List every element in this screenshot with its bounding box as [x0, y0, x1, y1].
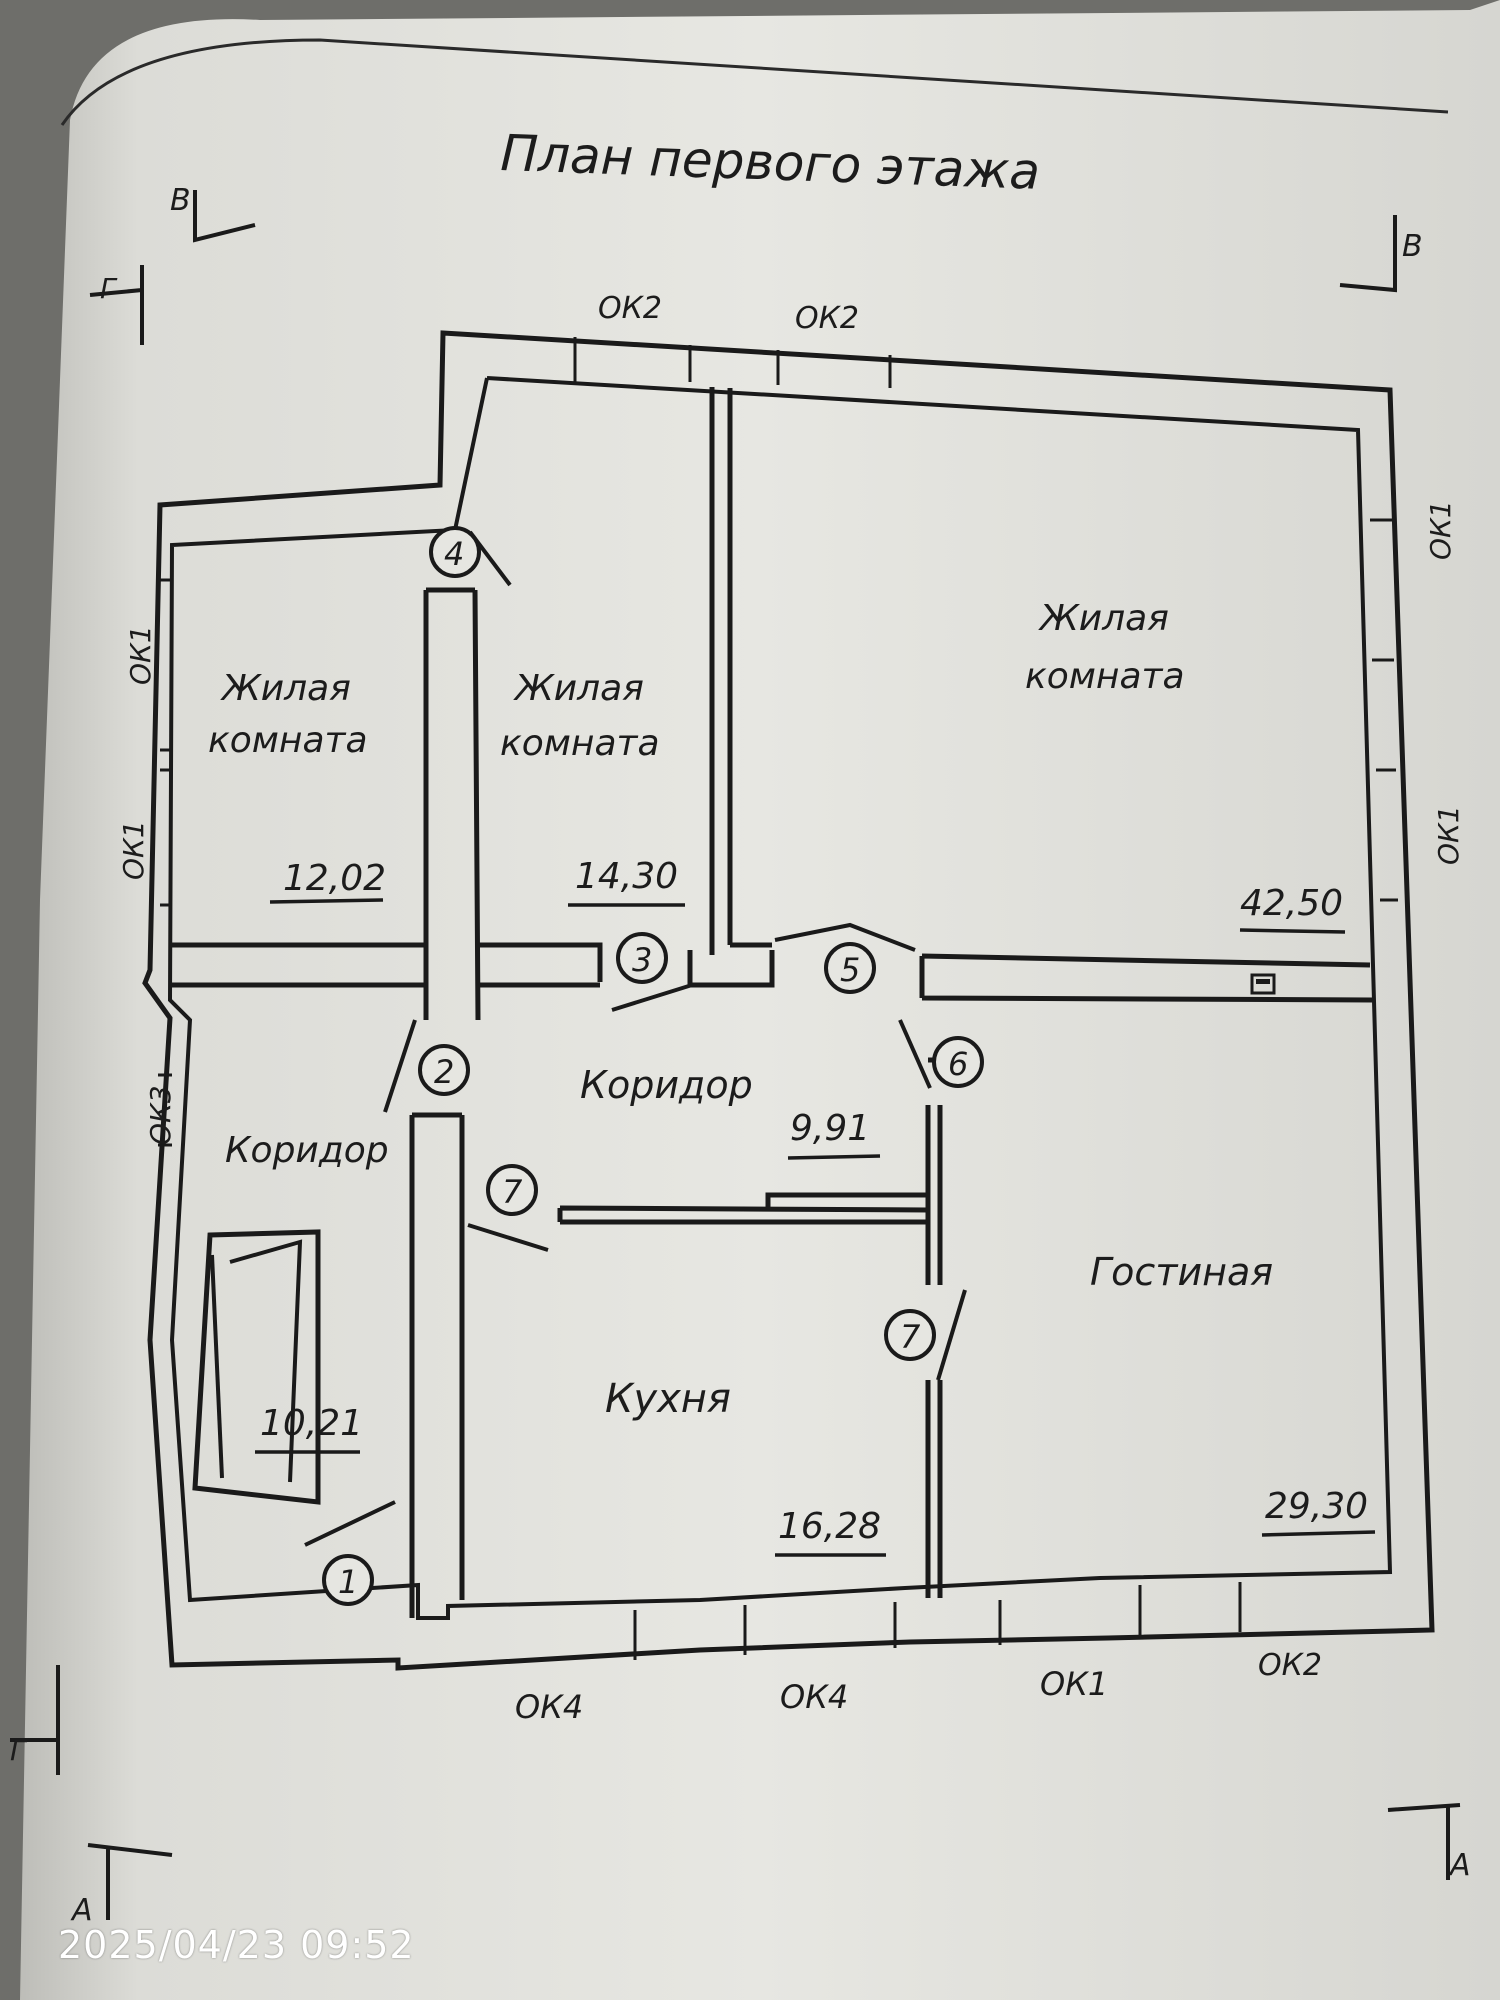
svg-text:1: 1: [338, 1563, 358, 1601]
window-label-left-2: ОК1: [117, 820, 150, 880]
svg-text:4: 4: [444, 535, 464, 573]
corridor-center-area: 9,91: [790, 1108, 870, 1149]
window-label-left-3: ОК3: [144, 1085, 177, 1145]
door-marker-5: 5: [824, 942, 876, 994]
section-mark-bottom-left-label: А: [70, 1893, 93, 1928]
svg-text:2: 2: [434, 1053, 454, 1091]
section-mark-left-bottom: Г: [10, 1665, 60, 1775]
door-marker-3: 3: [616, 932, 668, 984]
section-mark-left-top-label: Г: [100, 272, 118, 305]
window-label-right-1: ОК1: [1424, 500, 1457, 560]
photo-timestamp: 2025/04/23 09:52: [58, 1923, 415, 1967]
window-label-bottom-3: ОК1: [1040, 1665, 1108, 1703]
svg-text:6: 6: [948, 1045, 968, 1083]
door-marker-1: 1: [322, 1554, 374, 1606]
section-mark-left-top: Г: [89, 265, 144, 345]
living-room-area: 29,30: [1265, 1486, 1368, 1527]
section-mark-top-left: В: [170, 183, 256, 243]
room-42-area: 42,50: [1240, 883, 1343, 924]
room-14-label-line1: Жилая: [513, 668, 644, 709]
svg-text:7: 7: [900, 1318, 921, 1356]
section-mark-top-left-label: В: [170, 183, 191, 218]
window-label-top-1: ОК2: [598, 291, 662, 326]
electrical-panel-marker: [1250, 973, 1276, 995]
window-label-left-1: ОК1: [124, 625, 157, 685]
door-marker-7-kitchen: 7: [486, 1164, 538, 1216]
room-14-label-line2: комната: [500, 723, 660, 764]
svg-text:5: 5: [840, 951, 860, 989]
page-top-edge: [60, 38, 1449, 126]
section-mark-bottom-left: А: [70, 1843, 173, 1928]
interior-walls: [170, 387, 1373, 1618]
kitchen-label: Кухня: [605, 1376, 731, 1422]
living-room-label: Гостиная: [1090, 1250, 1273, 1294]
kitchen-area: 16,28: [778, 1506, 881, 1547]
section-mark-left-bottom-label: Г: [10, 1734, 28, 1767]
section-mark-bottom-right-label: А: [1448, 1848, 1471, 1883]
door-marker-6: 6: [932, 1036, 984, 1088]
window-openings: [158, 337, 1398, 1660]
svg-text:3: 3: [632, 941, 652, 979]
room-42-area-underline: [1239, 928, 1346, 934]
electrical-panel-fill: [1256, 979, 1270, 984]
room-42-label-line2: комната: [1025, 656, 1185, 697]
door-marker-4: 4: [429, 526, 481, 578]
window-label-bottom-2: ОК4: [780, 1678, 848, 1716]
room-14-area: 14,30: [575, 856, 678, 897]
corridor-center-area-underline: [787, 1154, 881, 1160]
room-12-area: 12,02: [283, 858, 386, 899]
room-12-area-underline: [269, 898, 384, 904]
corridor-left-label: Коридор: [225, 1130, 389, 1171]
section-mark-top-right: В: [1339, 215, 1423, 293]
room-12-label-line2: комната: [208, 720, 368, 761]
section-mark-top-right-label: В: [1402, 229, 1423, 264]
section-mark-bottom-right: А: [1387, 1803, 1471, 1883]
room-42-label-line1: Жилая: [1038, 598, 1169, 639]
corridor-center-label: Коридор: [580, 1063, 753, 1107]
room-12-label-line1: Жилая: [220, 668, 351, 709]
exterior-walls: [142, 330, 1435, 1671]
door-marker-2: 2: [418, 1044, 470, 1096]
window-label-right-2: ОК1: [1432, 805, 1465, 865]
paper-page: [20, 0, 1500, 2000]
corridor-left-area: 10,21: [260, 1403, 363, 1444]
window-label-top-2: ОК2: [795, 301, 859, 336]
window-label-bottom-1: ОК4: [515, 1688, 583, 1726]
window-label-bottom-4: ОК2: [1258, 1648, 1322, 1683]
door-marker-7-living: 7: [884, 1309, 936, 1361]
door-leaves: [304, 530, 967, 1547]
svg-text:7: 7: [502, 1173, 523, 1211]
living-room-area-underline: [1261, 1530, 1376, 1537]
